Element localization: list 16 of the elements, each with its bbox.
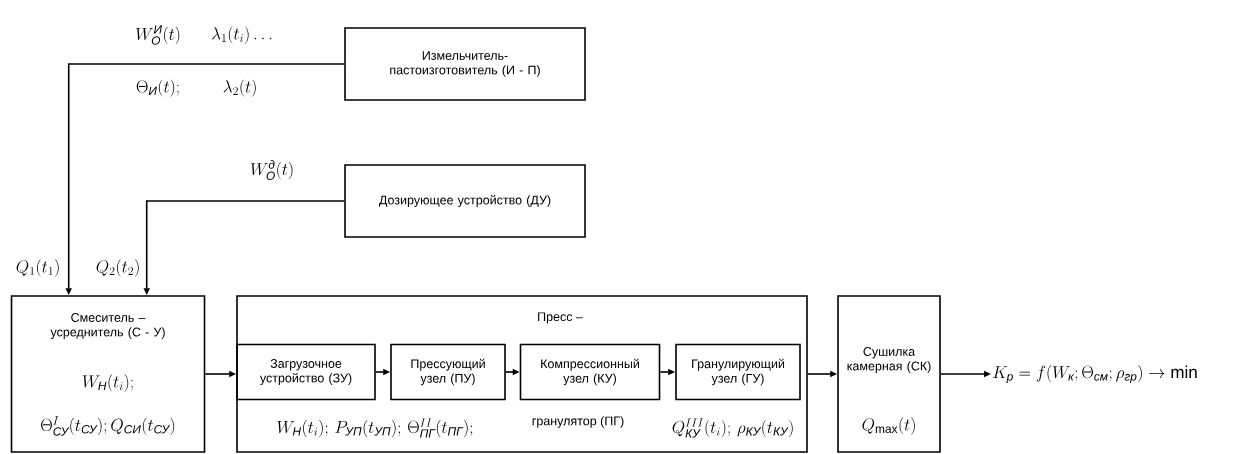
process-box: Гранулирующий узел (ГУ) [675,343,801,401]
process-box: Дозирующее устройство (ДУ) [344,164,586,238]
formula-label: $W_{\textit{О}}^{\textit{д}}(t)$ [250,160,293,180]
formula-label: $W_{\textit{О}}^{\textit{И}}(t)$ [136,25,180,45]
formula-label: $\lambda_1(t_i)\ldots$ [212,26,272,44]
process-box: Смеситель – усреднитель (С - У) $W_{\textit{Н}}(t_i);$ $\Theta^{I}_{\textit{СУ}}(t_{\textit{СУ}});Q_{\textit{СИ}}(t_{\textit{СУ}})$ [10,295,206,453]
edge-label: $Q_2(t_2)$ [96,259,139,277]
formula-label: $\lambda_2(t)$ [223,79,256,97]
process-box: Компрессионный узел (КУ) [519,343,661,401]
process-box: Прессующий узел (ПУ) [390,343,506,401]
process-box: Измельчитель-пастоизготовитель (И - П) [344,27,586,101]
edge-label: $Q_1(t_1)$ [16,259,59,277]
process-box: Загрузочное устройство (ЗУ) [236,343,376,401]
formula-label: $\Theta_{\textit{И}}(t);$ [136,79,179,97]
process-box: Сушилка камерная (СК) $Q_{\max}(t)$ [837,295,941,453]
output-formula: $K_{\textit{р}} = f(W_{\textit{к}};\Theta_{\textit{см}};\rho_{\textit{гр}})\to\min$ [993,365,1197,383]
